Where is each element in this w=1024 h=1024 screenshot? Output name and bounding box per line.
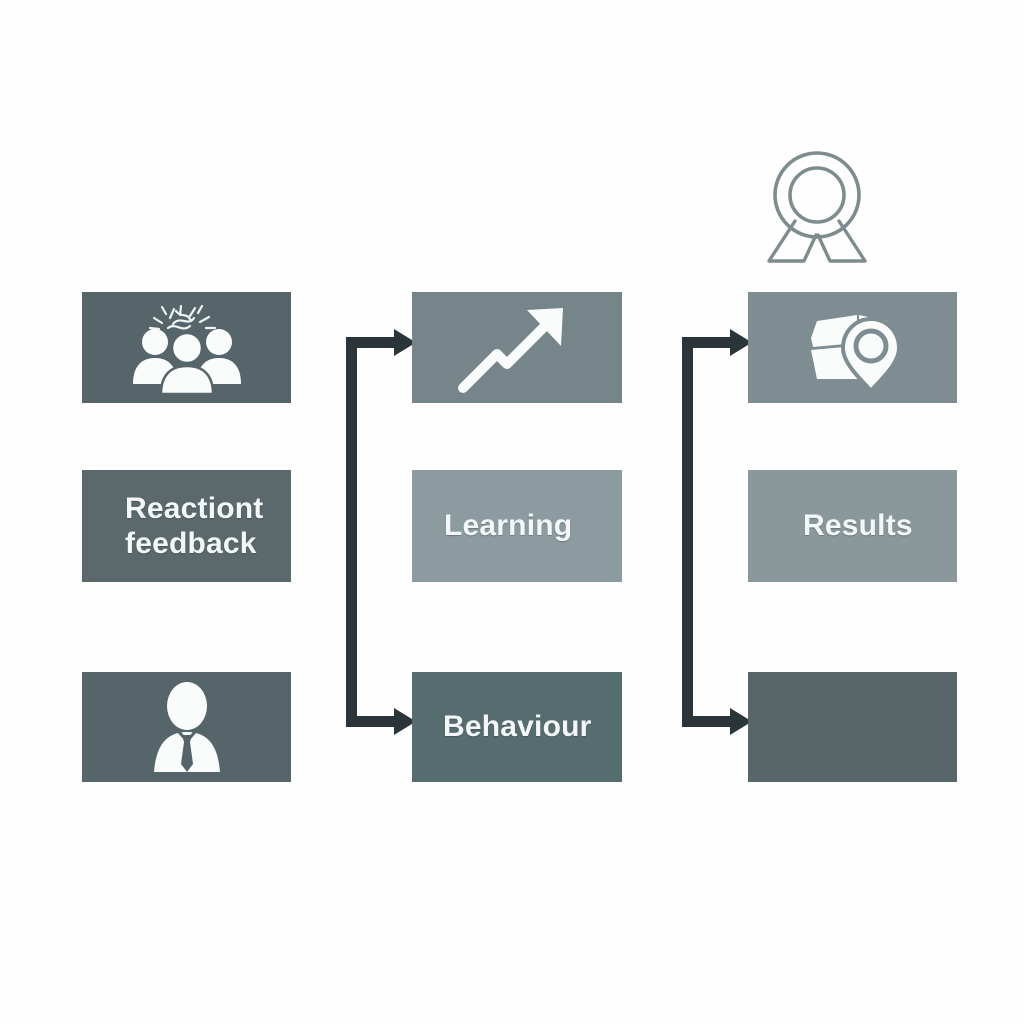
learning-label-box: Learning <box>412 470 622 582</box>
award-ribbon-icon <box>757 143 877 265</box>
learning-icon-box <box>412 292 622 403</box>
reaction-label-box: Reactiont feedback <box>82 470 291 582</box>
businessperson-icon <box>144 680 230 774</box>
bracket-arrow-right <box>672 325 752 737</box>
reaction-icon-box <box>82 292 291 403</box>
behaviour-label: Behaviour <box>443 710 592 744</box>
learning-label: Learning <box>444 509 573 543</box>
reaction-label: Reactiont feedback <box>125 491 264 560</box>
results-label: Results <box>803 509 913 543</box>
bracket-arrow-left <box>336 325 416 737</box>
results-icon-box <box>748 292 957 403</box>
map-pin-icon <box>795 305 911 391</box>
results-label-box: Results <box>748 470 957 582</box>
growth-arrow-icon <box>455 302 579 394</box>
people-group-icon <box>128 302 246 394</box>
empty-box <box>748 672 957 782</box>
behaviour-label-box: Behaviour <box>412 672 622 782</box>
person-icon-box <box>82 672 291 782</box>
